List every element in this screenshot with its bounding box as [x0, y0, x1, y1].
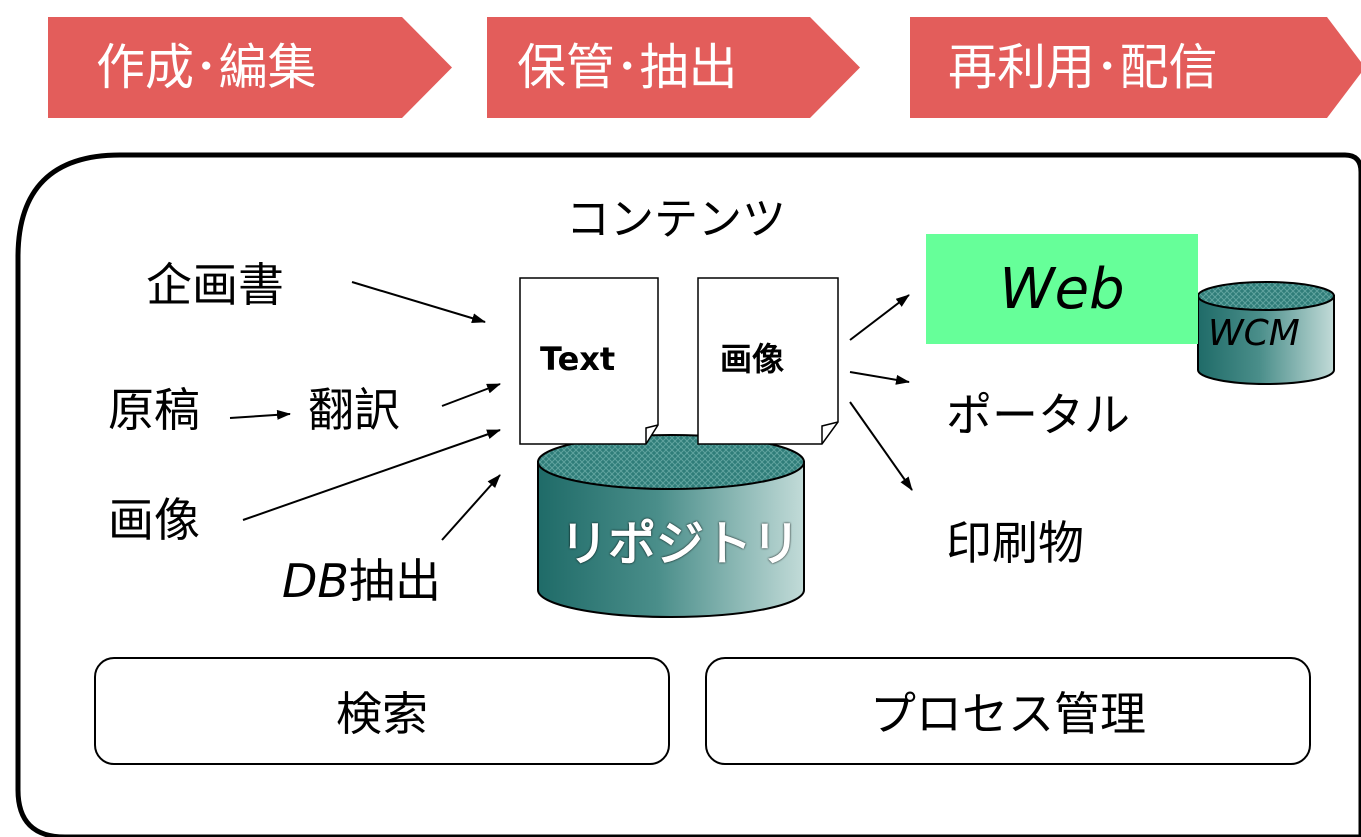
web-output-box: Web — [926, 234, 1198, 344]
phase-label-store-extract: 保管･抽出 — [517, 39, 738, 96]
image-document-label: 画像 — [720, 340, 785, 378]
wcm-cylinder — [1197, 281, 1335, 385]
arrow-to-print — [849, 401, 913, 491]
process-management-box: プロセス管理 — [705, 657, 1311, 765]
arrow-to-portal — [849, 371, 910, 385]
web-output-label: Web — [999, 256, 1125, 322]
process-management-label: プロセス管理 — [870, 687, 1146, 741]
phase-arrow-shape — [48, 17, 452, 118]
phase-create-edit: 作成･編集 — [48, 17, 452, 118]
output-print: 印刷物 — [946, 516, 1084, 570]
image-document-icon — [697, 277, 839, 445]
input-db-extract: DB抽出 — [282, 558, 441, 604]
wcm-label: WCM — [1208, 313, 1300, 354]
text-document-icon — [519, 277, 659, 445]
arrow-image-to-text — [242, 429, 501, 521]
arrow-to-web — [849, 294, 910, 341]
input-image: 画像 — [108, 493, 200, 547]
content-title: コンテンツ — [566, 194, 786, 245]
arrow-plan-to-text — [351, 281, 486, 324]
input-db-suffix: 抽出 — [348, 554, 441, 608]
input-db-prefix: DB — [282, 554, 349, 608]
search-label: 検索 — [336, 687, 428, 741]
phase-label-create-edit: 作成･編集 — [96, 39, 317, 96]
arrow-translation-to-text — [441, 383, 501, 407]
input-manuscript: 原稿 — [108, 383, 200, 437]
phase-arrow-shape — [910, 17, 1361, 118]
input-translation: 翻訳 — [308, 383, 400, 437]
phase-store-extract: 保管･抽出 — [487, 17, 860, 118]
phase-arrow-shape — [487, 17, 860, 118]
arrow-manuscript-to-translation — [229, 409, 291, 420]
input-plan: 企画書 — [146, 258, 284, 312]
phase-reuse-deliver: 再利用･配信 — [910, 17, 1361, 118]
arrow-db-to-repository — [441, 474, 501, 541]
text-document-label: Text — [540, 340, 616, 378]
repository-label: リポジトリ — [560, 516, 801, 572]
phase-label-reuse-deliver: 再利用･配信 — [948, 39, 1218, 96]
repository-cylinder — [537, 434, 805, 618]
search-box: 検索 — [94, 657, 670, 765]
output-portal: ポータル — [946, 388, 1130, 442]
